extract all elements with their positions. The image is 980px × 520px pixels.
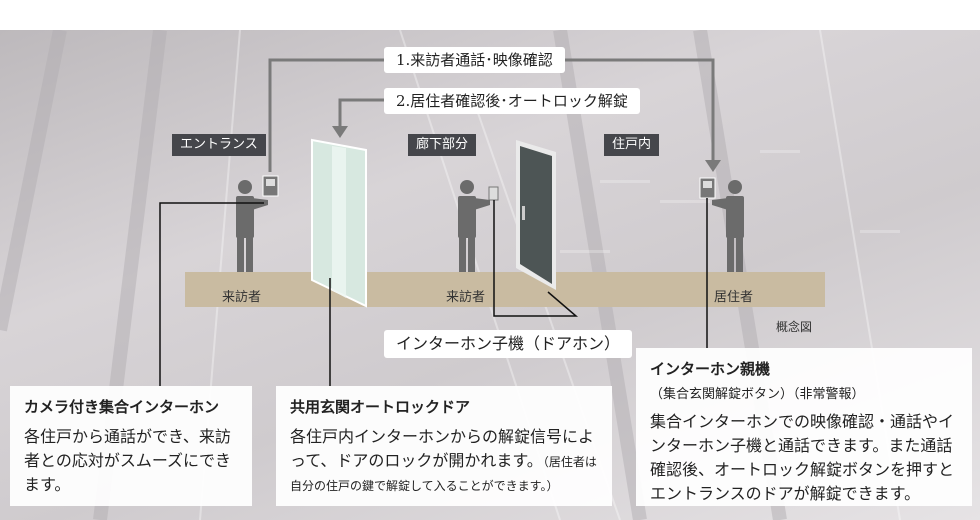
- info-box-autolock-note: （居住者は自分の住戸の鍵で解錠して入ることができます。）: [290, 455, 597, 493]
- info-box-autolock-title: 共用玄関オートロックドア: [290, 398, 471, 416]
- info-box-master-title: インターホン親機: [650, 360, 771, 378]
- info-box-master-subtitle: （集合玄関解錠ボタン）（非常警報）: [650, 387, 865, 402]
- resident-icon: [712, 180, 744, 272]
- visitor-corridor-icon: [458, 180, 490, 272]
- visitor-entrance-icon: [236, 180, 268, 272]
- zone-dwelling-label: 住戸内: [604, 134, 660, 156]
- autolock-door-inner: [332, 146, 346, 298]
- floor-strip: [185, 272, 825, 307]
- unit-door-panel: [520, 146, 552, 284]
- info-box-autolock-door: 共用玄関オートロックドア 各住戸内インターホンからの解錠信号によって、ドアのロッ…: [276, 386, 612, 506]
- arrow-step1-head: [705, 160, 721, 172]
- info-box-camera-title: カメラ付き集合インターホン: [24, 398, 220, 416]
- leader-camera: [159, 202, 264, 386]
- info-box-autolock-body: 各住戸内インターホンからの解錠信号によって、ドアのロックが開かれます。: [290, 427, 595, 470]
- arrow-step2-head: [332, 126, 348, 138]
- arrow-step2-label: 2.居住者確認後･オートロック解錠: [384, 88, 640, 114]
- door-phone-icon: [488, 186, 499, 201]
- zone-corridor-label: 廊下部分: [408, 134, 477, 156]
- arrow-step1-label: 1.来訪者通話･映像確認: [384, 47, 565, 73]
- info-box-camera-intercom: カメラ付き集合インターホン 各住戸から通話ができ、来訪者との応対がスムーズにでき…: [10, 386, 252, 506]
- info-box-camera-body: 各住戸から通話ができ、来訪者との応対がスムーズにできます。: [24, 427, 232, 494]
- leader-door-phone: [493, 200, 579, 317]
- unit-door-handle: [522, 206, 525, 220]
- door-phone-label: インターホン子機（ドアホン）: [384, 330, 633, 358]
- zone-entrance-label: エントランス: [172, 134, 266, 156]
- visitor-corridor-label: 来訪者: [446, 290, 486, 305]
- visitor-entrance-label: 来訪者: [222, 290, 262, 305]
- info-box-master-body: 集合インターホンでの映像確認・通話やインターホン子機と通話できます。また通話確認…: [650, 412, 955, 503]
- info-box-master-intercom: インターホン親機 （集合玄関解錠ボタン）（非常警報） 集合インターホンでの映像確…: [636, 348, 972, 506]
- concept-note: 概念図: [776, 320, 813, 334]
- resident-label: 居住者: [714, 290, 754, 305]
